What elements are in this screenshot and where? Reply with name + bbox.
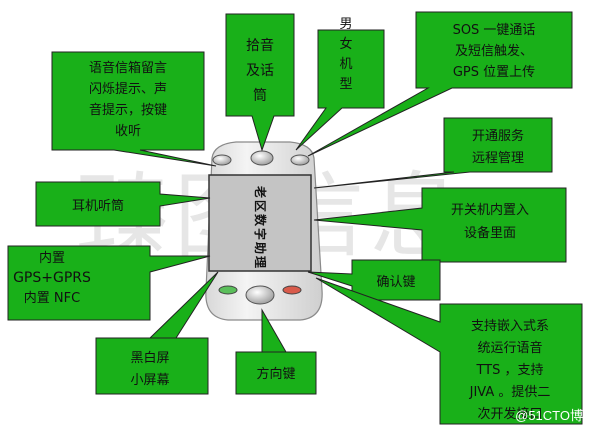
screen-label-char: 字 xyxy=(253,228,268,240)
top-center-button xyxy=(250,150,274,166)
screen-label-char: 数 xyxy=(253,214,268,227)
red-end-button xyxy=(282,285,302,295)
phone-device xyxy=(205,141,323,321)
callout-screen xyxy=(95,271,219,395)
callout-male-female xyxy=(295,29,385,151)
callout-voicemail-line: 收听 xyxy=(115,124,141,139)
callout-male-female-line: 机 xyxy=(339,57,352,72)
callout-gps-line: 内置 xyxy=(39,250,65,266)
site-credit: @51CTO博客 xyxy=(515,408,596,423)
callout-remote-line: 远程管理 xyxy=(472,151,524,166)
callout-screen-line: 小屏幕 xyxy=(130,373,169,388)
callout-earpiece xyxy=(35,181,211,227)
callout-mic-line: 筒 xyxy=(253,87,267,104)
screen-label-char: 理 xyxy=(253,256,267,268)
callout-mic-line: 拾音 xyxy=(246,37,274,54)
callout-gps xyxy=(7,245,211,321)
callout-tts-line: JIVA 。提供二 xyxy=(469,384,551,400)
callout-tts-line: 统运行语音 xyxy=(477,340,542,356)
callout-male-female-line: 型 xyxy=(339,77,352,92)
screen-label-char: 助 xyxy=(253,242,268,254)
callout-tts-line: 次开发接口 xyxy=(477,406,542,422)
callout-builtin xyxy=(313,187,567,263)
screen-label-char: 区 xyxy=(253,200,267,212)
callout-gps-line: 内置 NFC xyxy=(24,290,80,306)
callout-male-female-line: 男 xyxy=(339,17,352,32)
callout-mic-line: 及话 xyxy=(246,63,274,79)
callout-remote xyxy=(313,117,553,189)
callout-builtin-line: 开关机内置入 xyxy=(451,202,529,218)
callout-voicemail-line: 音提示，按键 xyxy=(89,102,167,118)
callout-screen-line: 黑白屏 xyxy=(130,350,169,366)
top-right-button xyxy=(290,154,310,166)
callout-tts-line: 支持嵌入式系 xyxy=(471,319,549,334)
callout-voicemail-line: 语音信箱留言 xyxy=(89,60,167,76)
callout-gps-line: GPS+GPRS xyxy=(13,270,91,286)
callout-voicemail xyxy=(51,51,217,167)
callout-remote-line: 开通服务 xyxy=(472,128,524,144)
callout-direction xyxy=(235,308,317,395)
callout-tts xyxy=(315,277,583,425)
callout-earpiece-text: 耳机听筒 xyxy=(72,198,124,214)
top-left-button xyxy=(212,154,232,166)
callout-builtin-line: 设备里面 xyxy=(464,225,516,241)
green-call-button xyxy=(218,285,238,295)
callout-confirm-text: 确认键 xyxy=(376,275,415,290)
callout-sos-line: GPS 位置上传 xyxy=(453,65,535,80)
callout-sos xyxy=(307,11,573,157)
callout-tts-line: TTS ，支持 xyxy=(475,363,543,378)
callout-male-female-line: 女 xyxy=(339,36,352,52)
direction-pad xyxy=(245,285,275,305)
callout-voicemail-line: 闪烁提示、声 xyxy=(89,81,167,97)
callout-sos-line: 及短信触发、 xyxy=(455,43,533,59)
callout-mic xyxy=(225,13,295,152)
callout-direction-text: 方向键 xyxy=(256,366,295,382)
callout-sos-line: SOS 一键通话 xyxy=(453,23,536,38)
phone-screen xyxy=(208,174,312,272)
screen-label-char: 老 xyxy=(253,186,268,198)
